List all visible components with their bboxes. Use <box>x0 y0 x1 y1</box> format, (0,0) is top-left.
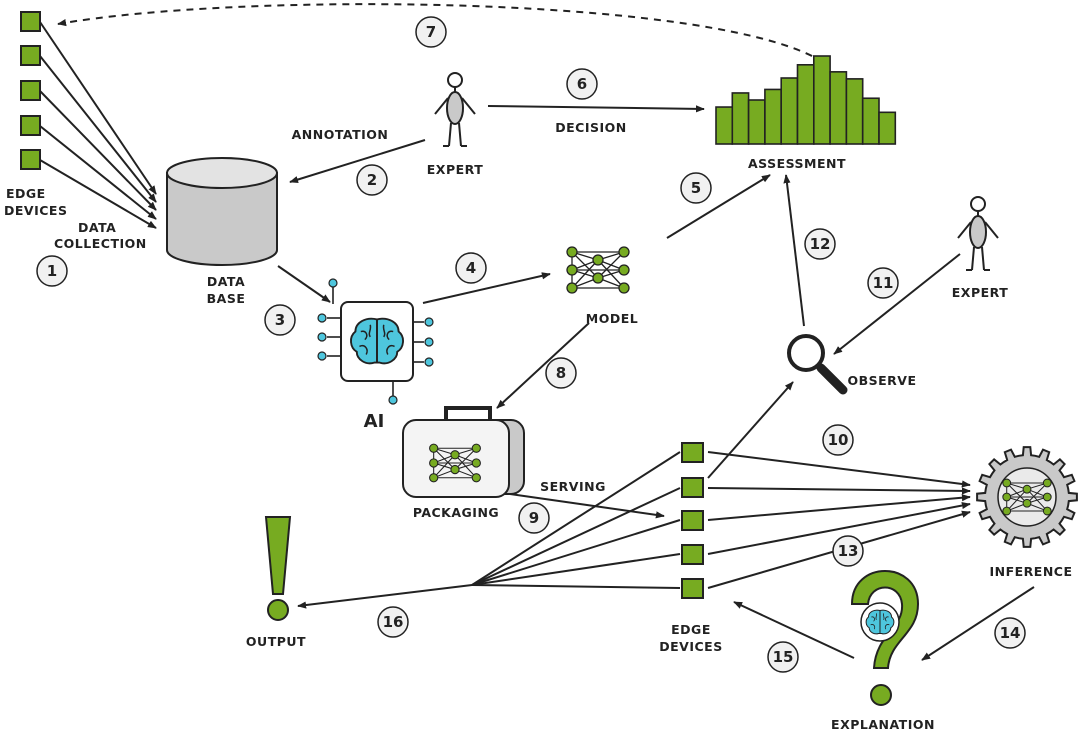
step-badge <box>415 16 447 48</box>
step-badge <box>822 424 854 456</box>
edge-device-icon <box>20 45 41 66</box>
package-icon <box>402 406 525 498</box>
edge-devices-bottom-label-line1: EDGE <box>671 622 711 637</box>
observe-label: OBSERVE <box>847 373 916 388</box>
edge-devices-label-line2: DEVICES <box>4 203 67 218</box>
magnifier-icon <box>787 334 848 395</box>
person-icon <box>434 72 476 147</box>
step-badge <box>680 172 712 204</box>
gear-icon <box>976 446 1078 548</box>
expert-label-right: EXPERT <box>952 285 1008 300</box>
step-badge <box>804 228 836 260</box>
step-badge <box>545 357 577 389</box>
step-badge <box>36 255 68 287</box>
decision-label: DECISION <box>555 120 626 135</box>
assessment-bar <box>747 99 766 145</box>
step-number: 7 <box>426 23 436 41</box>
step-badge <box>832 535 864 567</box>
edge-device-icon <box>20 80 41 101</box>
step-badge <box>264 304 296 336</box>
assessment-bar <box>731 92 750 145</box>
assessment-bar <box>812 55 831 145</box>
edge-device-icon <box>681 510 704 531</box>
packaging-label: PACKAGING <box>413 505 499 520</box>
step-number: 11 <box>873 274 894 292</box>
explanation-label: EXPLANATION <box>831 717 935 732</box>
ai-chip-icon <box>317 278 434 405</box>
assessment-bar <box>829 71 848 145</box>
step-number: 9 <box>529 509 539 527</box>
neural-network-icon <box>566 246 630 294</box>
data-base-label-line2: BASE <box>207 291 246 306</box>
database-icon <box>166 157 278 266</box>
step-number: 13 <box>838 542 859 560</box>
step-number: 10 <box>828 431 849 449</box>
step-badge <box>994 617 1026 649</box>
model-label: MODEL <box>586 311 638 326</box>
step-number: 5 <box>691 179 701 197</box>
data-collection-label-line1: DATA <box>78 220 116 235</box>
person-icon <box>957 196 999 271</box>
question-icon <box>850 570 920 706</box>
edge-devices-bottom-label-line2: DEVICES <box>659 639 722 654</box>
connections <box>39 3 1035 661</box>
step-number: 6 <box>577 75 587 93</box>
step-number: 8 <box>556 364 566 382</box>
assessment-bar <box>764 88 783 145</box>
edge-device-icon <box>681 442 704 463</box>
step-number: 16 <box>383 613 404 631</box>
bar-chart-icon <box>715 55 897 145</box>
step-badge <box>377 606 409 638</box>
data-base-label-line1: DATA <box>207 274 245 289</box>
step-number: 2 <box>367 171 377 189</box>
assessment-bar <box>780 77 799 145</box>
edge-device-icon <box>20 115 41 136</box>
expert-label-top: EXPERT <box>427 162 483 177</box>
edge-device-icon <box>681 477 704 498</box>
step-badge <box>566 68 598 100</box>
step-badge <box>518 502 550 534</box>
annotation-label: ANNOTATION <box>292 127 389 142</box>
assessment-bar <box>878 111 897 145</box>
edge-devices-bottom <box>681 442 704 599</box>
edge-devices-label-line1: EDGE <box>6 186 46 201</box>
output-label: OUTPUT <box>246 634 306 649</box>
assessment-bar <box>845 78 864 145</box>
step-badge <box>455 252 487 284</box>
step-number: 14 <box>1000 624 1021 642</box>
brain-icon <box>865 609 895 635</box>
assessment-bar <box>796 64 815 145</box>
edge-device-icon <box>681 544 704 565</box>
step-number: 15 <box>773 648 794 666</box>
step-badge <box>767 641 799 673</box>
ai-label: AI <box>364 411 385 432</box>
edge-device-icon <box>20 149 41 170</box>
edge-devices-left <box>20 11 41 170</box>
edge-device-icon <box>20 11 41 32</box>
step-number: 4 <box>466 259 476 277</box>
step-number: 1 <box>47 262 57 280</box>
inference-label: INFERENCE <box>989 564 1072 579</box>
assessment-bar <box>715 106 734 145</box>
step-number: 3 <box>275 311 285 329</box>
step-badge <box>867 267 899 299</box>
assessment-bar <box>861 97 880 145</box>
exclamation-icon <box>264 516 292 621</box>
data-collection-label-line2: COLLECTION <box>54 236 147 251</box>
step-number: 12 <box>810 235 831 253</box>
edge-device-icon <box>681 578 704 599</box>
assessment-label: ASSESSMENT <box>748 156 846 171</box>
step-badge <box>356 164 388 196</box>
serving-label: SERVING <box>540 479 606 494</box>
brain-icon <box>350 317 404 365</box>
